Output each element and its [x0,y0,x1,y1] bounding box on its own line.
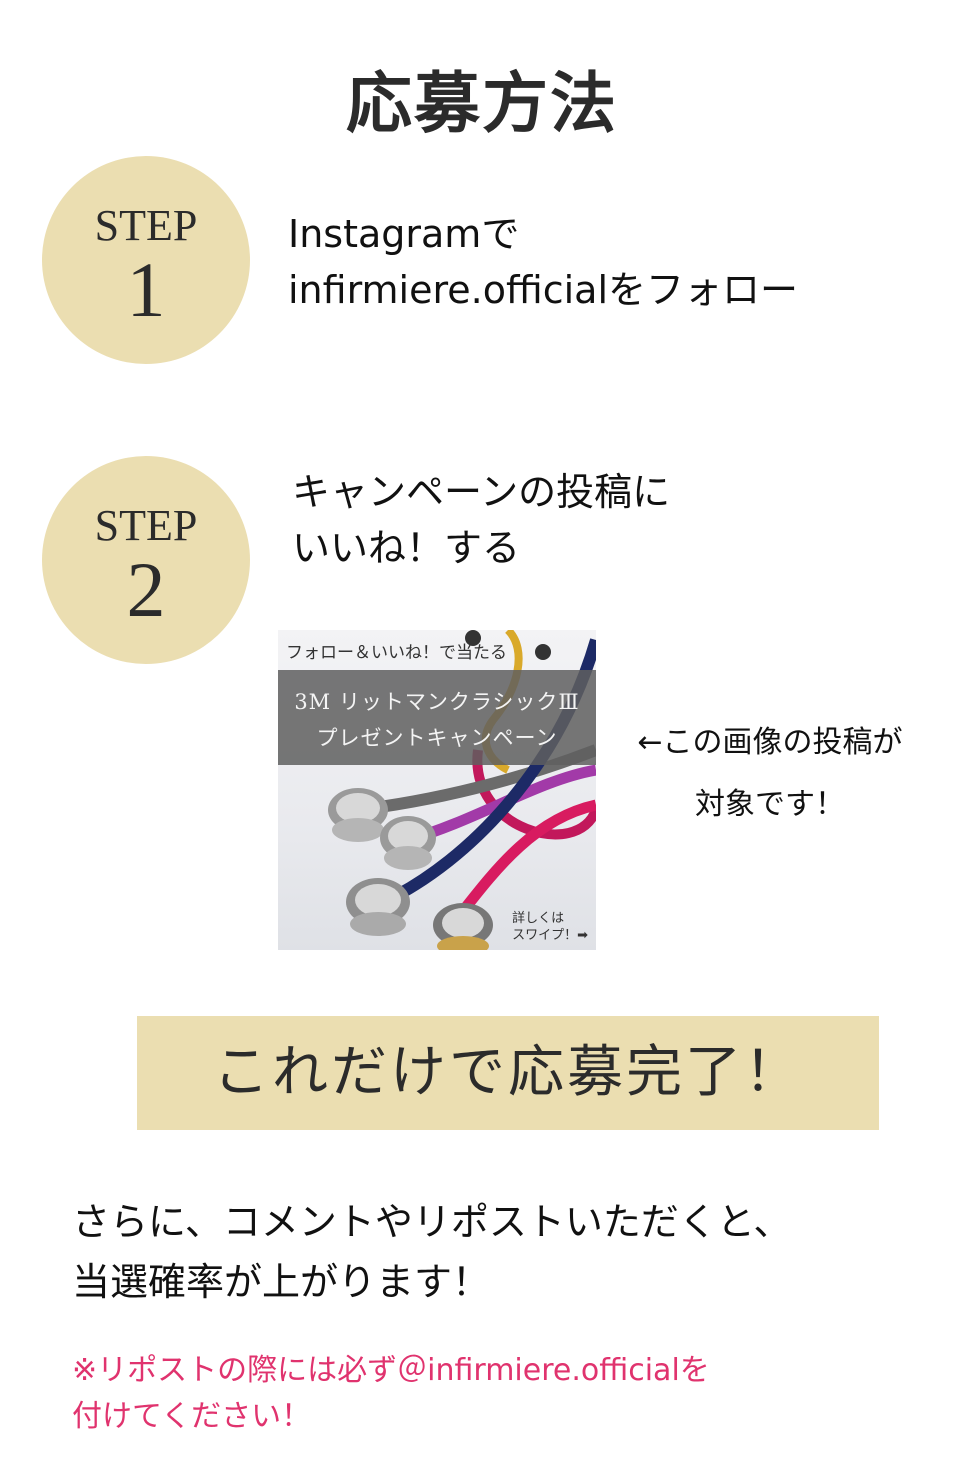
campaign-post-image: フォロー＆いいね！で当たる 3M リットマンクラシックⅢ プレゼントキャンペーン… [278,630,596,950]
step-number: 1 [126,246,166,333]
repost-note-line-1: ※リポストの際には必ず＠infirmiere.officialを [72,1353,710,1388]
step-1-line-1: Instagramで [288,212,520,256]
step-2-text: キャンペーンの投稿に いいね！する [292,464,670,576]
step-2-line-1: キャンペーンの投稿に [292,470,671,514]
pointer-note-line-2: 対象です！ [695,787,845,822]
step-1-text: Instagramで infirmiere.officialをフォロー [288,206,798,318]
chestpiece-2 [380,816,436,870]
image-title-line-2: プレゼントキャンペーン [316,726,558,750]
step-2-line-2: いいね！する [292,526,521,570]
step-number: 2 [126,546,166,633]
bonus-info-line-1: さらに、コメントやリポストいただくと、 [72,1200,792,1244]
swipe-hint: 詳しくは スワイプ！➡ [512,910,588,944]
swipe-hint-line-2: スワイプ！➡ [512,928,588,943]
chestpiece-4 [433,903,493,950]
image-top-caption: フォロー＆いいね！で当たる [286,643,507,663]
step-label: STEP [94,501,198,550]
step-1-badge: STEP 1 [42,156,250,364]
repost-note: ※リポストの際には必ず＠infirmiere.officialを 付けてください… [72,1348,710,1440]
chestpiece-1 [328,788,388,842]
repost-note-line-2: 付けてください！ [72,1399,312,1434]
completion-banner: これだけで応募完了！ [137,1016,879,1130]
bonus-info-text: さらに、コメントやリポストいただくと、 当選確率が上がります！ [72,1192,791,1312]
image-title-line-1: 3M リットマンクラシックⅢ [294,690,580,714]
stethoscope-illustration [328,630,596,950]
pointer-note-line-1: ←この画像の投稿が [637,725,903,760]
step-label: STEP [94,201,198,250]
page-title: 応募方法 [346,64,618,142]
swipe-hint-line-1: 詳しくは [512,911,565,926]
step-2-badge: STEP 2 [42,456,250,664]
bonus-info-line-2: 当選確率が上がります！ [72,1260,491,1304]
step-1-line-2: infirmiere.officialをフォロー [288,268,799,312]
image-title-band: 3M リットマンクラシックⅢ プレゼントキャンペーン [278,670,596,765]
chestpiece-3 [346,878,410,936]
image-pointer-note: ←この画像の投稿が 対象です！ [610,712,930,836]
